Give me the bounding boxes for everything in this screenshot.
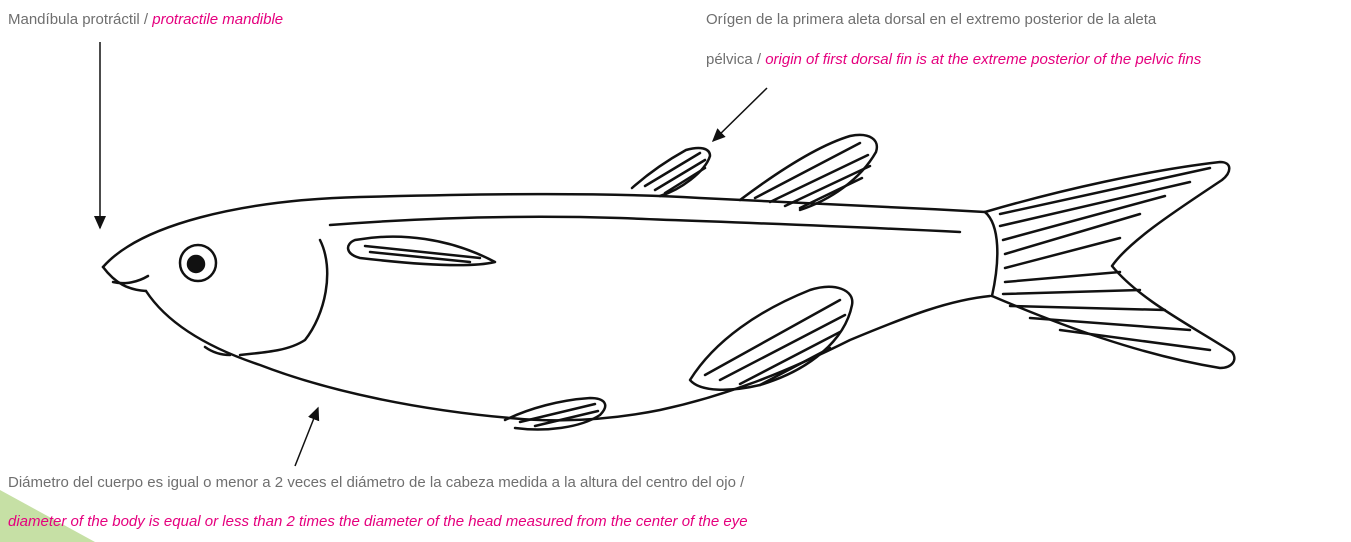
dorsal-label-en: origin of first dorsal fin is at the ext…: [765, 51, 1202, 68]
lateral-line: [328, 215, 962, 234]
fish-eye: [178, 243, 218, 283]
first-dorsal-fin: [630, 146, 712, 198]
dorsal-fin-arrow: [711, 87, 768, 143]
dorsal-label-es-1: Orígen de la primera aleta dorsal en el …: [706, 11, 1157, 28]
body-label-en-line: diameter of the body is equal or less th…: [8, 512, 748, 532]
gill-cover: [238, 238, 329, 357]
body-label-es: Diámetro del cuerpo es igual o menor a 2…: [8, 474, 745, 491]
mandible-label: Mandíbula protráctil / protractile mandi…: [8, 10, 283, 30]
body-label-es-line: Diámetro del cuerpo es igual o menor a 2…: [8, 473, 744, 493]
body-label-en: diameter of the body is equal or less th…: [8, 513, 748, 530]
body-diameter-arrow: [294, 406, 320, 467]
dorsal-label-line1: Orígen de la primera aleta dorsal en el …: [706, 10, 1156, 30]
dorsal-label-line2: pélvica / origin of first dorsal fin is …: [706, 50, 1201, 70]
pelvic-fin: [503, 396, 607, 431]
dorsal-label-es-2: pélvica /: [706, 51, 766, 68]
mandible-label-es: Mandíbula protráctil /: [8, 11, 153, 28]
second-dorsal-fin: [738, 133, 879, 212]
anal-fin: [688, 285, 854, 391]
caudal-fin: [983, 160, 1236, 370]
pectoral-fin: [346, 235, 497, 267]
mandible-label-en: protractile mandible: [152, 11, 284, 28]
fish-body-outline: [101, 192, 992, 422]
